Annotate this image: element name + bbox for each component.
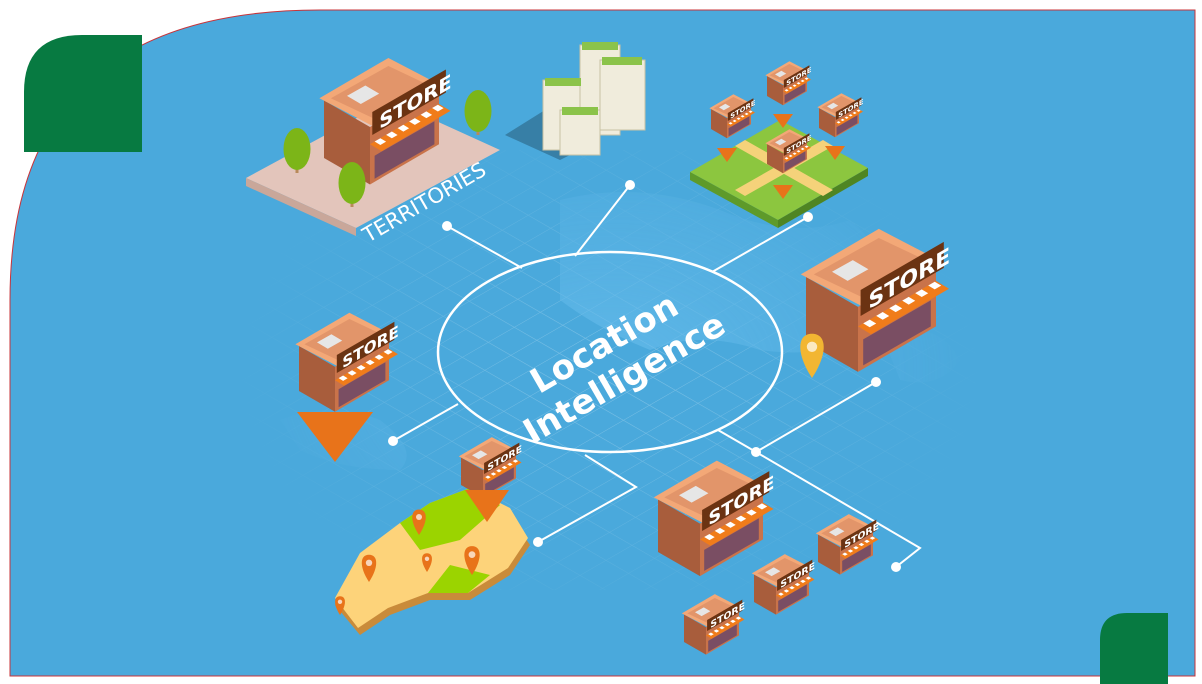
corner-accent-top-left <box>24 35 142 152</box>
map-pin-icon <box>464 546 480 575</box>
store-main-territories: STORE <box>319 57 452 185</box>
map-pin-icon <box>412 509 426 535</box>
store-pin-marker <box>297 412 373 462</box>
awning <box>370 103 451 152</box>
connector-lines <box>392 184 922 568</box>
store-pin-marker <box>465 490 509 522</box>
map-pin-icon <box>800 333 824 378</box>
awning <box>700 502 774 546</box>
awning <box>335 348 398 386</box>
tile-pin-marker <box>773 114 793 128</box>
tree-icon <box>338 162 366 207</box>
awning <box>706 616 745 639</box>
money-stacks-icon <box>505 42 646 160</box>
center-hub-ring <box>436 250 784 454</box>
awning <box>840 536 879 559</box>
awning <box>776 576 815 599</box>
trees-layer <box>283 90 492 207</box>
map-pin-icon <box>335 596 345 615</box>
awning <box>783 145 811 162</box>
awning <box>483 459 522 482</box>
store-cluster-small-1: STORE <box>751 554 815 615</box>
tree-icon <box>464 90 492 135</box>
store-right-large: STORE <box>800 228 950 372</box>
tile-pin-marker <box>825 146 845 160</box>
corner-accent-bottom-right <box>1100 613 1168 684</box>
awning <box>835 109 863 126</box>
tile-pin-marker <box>773 185 793 199</box>
map-pin-icon <box>422 553 432 572</box>
awning <box>783 77 811 94</box>
store-tile-2: STORE <box>765 61 811 106</box>
store-left-pin: STORE <box>295 312 399 412</box>
tree-icon <box>283 128 311 173</box>
awning <box>858 280 949 335</box>
store-tile-1: STORE <box>709 94 755 139</box>
store-tile-3: STORE <box>817 93 863 138</box>
connector-dots <box>388 180 901 572</box>
awning <box>727 110 755 127</box>
store-tile-4: STORE <box>765 129 811 174</box>
pins-layer <box>297 114 845 615</box>
map-pin-icon <box>361 554 377 582</box>
tile-pin-marker <box>717 148 737 162</box>
